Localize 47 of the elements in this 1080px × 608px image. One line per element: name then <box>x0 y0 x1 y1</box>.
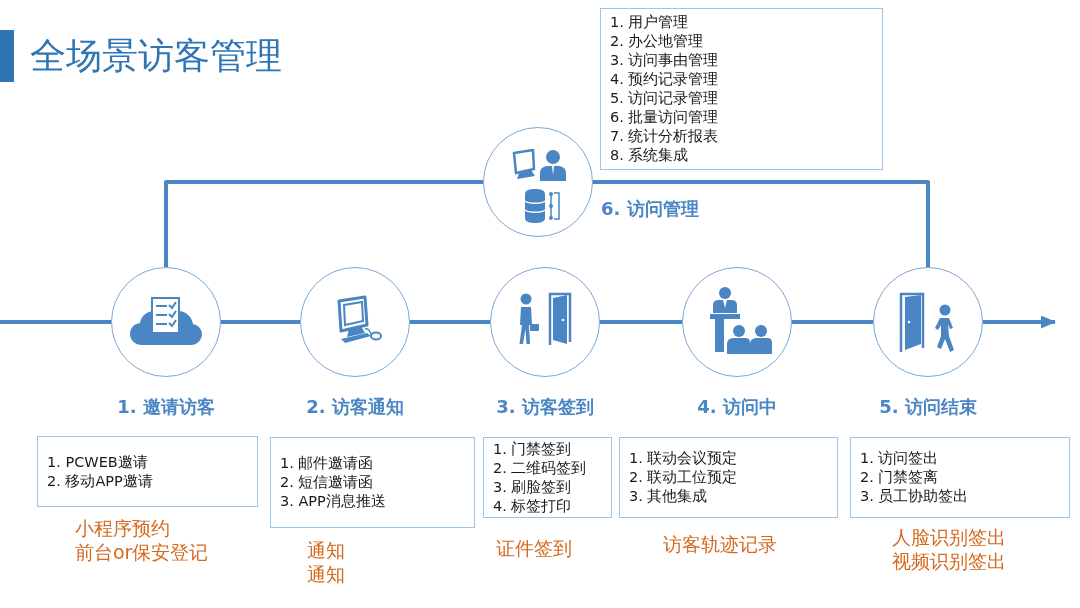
arrow <box>983 315 1056 329</box>
list-item: 3. 其他集成 <box>629 487 709 506</box>
note-text: 访客轨迹记录 <box>663 532 777 556</box>
list-item: 2. 办公地管理 <box>610 32 705 51</box>
note-text: 前台or保安登记 <box>75 540 209 564</box>
step-title: 6. 访问管理 <box>601 197 699 221</box>
note-text: 人脸识别签出 <box>892 525 1006 549</box>
connector-line <box>600 320 682 324</box>
step-title: 2. 访客通知 <box>306 395 404 419</box>
list-item: 2. 门禁签离 <box>860 468 940 487</box>
list-item: 3. 员工协助签出 <box>860 487 970 506</box>
note-text: 小程序预约 <box>75 516 171 540</box>
connector-line <box>410 320 490 324</box>
connector-line <box>164 180 483 267</box>
note-text: 通知 <box>307 538 345 562</box>
title: 全场景访客管理 <box>30 34 282 78</box>
connector-line <box>792 320 873 324</box>
list-item: 3. 访问事由管理 <box>610 51 720 70</box>
step-title: 1. 邀请访客 <box>117 395 215 419</box>
list-item: 2. 短信邀请函 <box>280 473 375 492</box>
list-item: 1. 访问签出 <box>860 449 940 468</box>
list-item: 1. 门禁签到 <box>493 439 573 459</box>
list-item: 2. 联动工位预定 <box>629 468 739 487</box>
list-panel <box>600 8 883 170</box>
list-item: 1. PCWEB邀请 <box>47 452 149 472</box>
list-item: 6. 批量访问管理 <box>610 108 720 127</box>
note-text: 证件签到 <box>496 536 572 560</box>
connector-line <box>593 180 930 267</box>
list-item: 3. 刷脸签到 <box>493 477 573 497</box>
connector-line <box>221 320 300 324</box>
list-item: 1. 联动会议预定 <box>629 449 739 468</box>
list-item: 4. 预约记录管理 <box>610 70 720 89</box>
connector-line <box>0 320 111 324</box>
list-item: 2. 移动APP邀请 <box>47 471 154 491</box>
step-title: 4. 访问中 <box>697 395 777 419</box>
list-item: 1. 邮件邀请函 <box>280 454 375 473</box>
list-item: 1. 用户管理 <box>610 13 690 32</box>
step-title: 5. 访问结束 <box>879 395 977 419</box>
list-item: 8. 系统集成 <box>610 146 690 165</box>
step-title: 3. 访客签到 <box>496 395 594 419</box>
list-item: 3. APP消息推送 <box>280 492 387 511</box>
note-text: 通知 <box>307 562 345 586</box>
list-item: 5. 访问记录管理 <box>610 89 720 108</box>
list-item: 7. 统计分析报表 <box>610 127 720 146</box>
note-text: 视频识别签出 <box>892 549 1006 573</box>
list-item: 4. 标签打印 <box>493 496 573 516</box>
list-item: 2. 二维码签到 <box>493 458 588 478</box>
